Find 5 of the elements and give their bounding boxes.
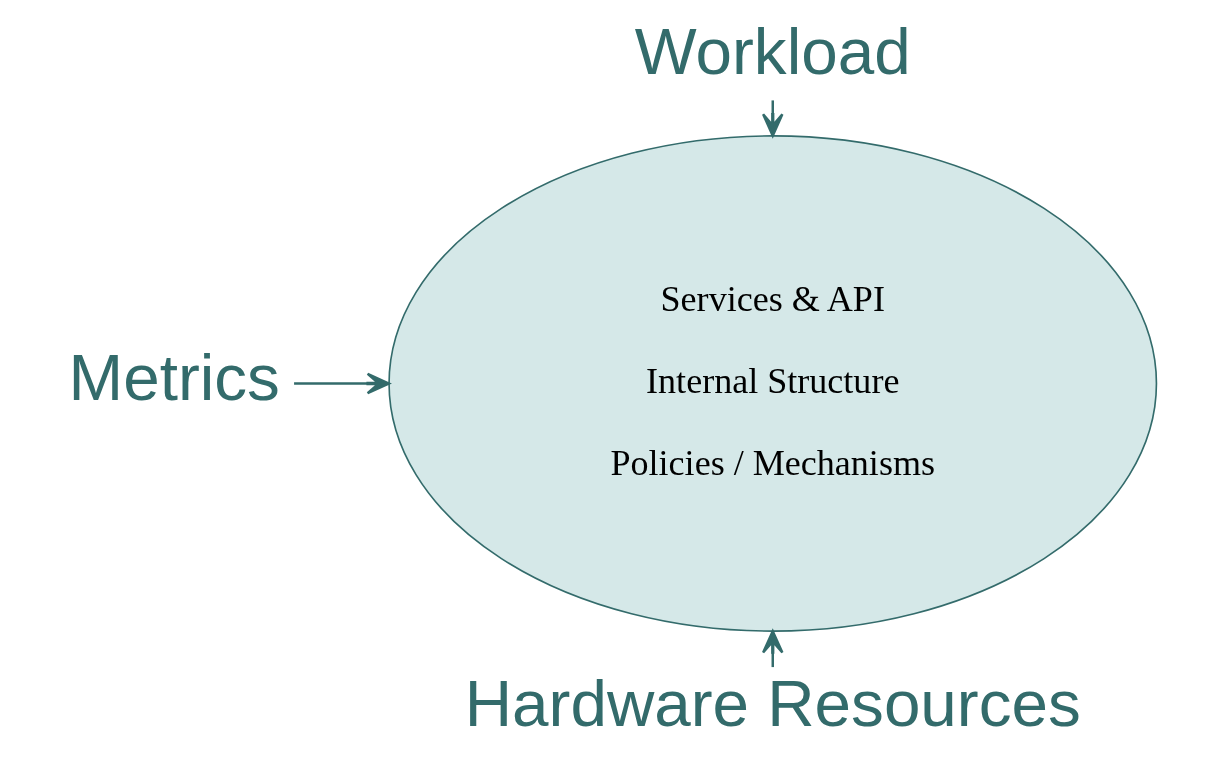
node-text: Metrics: [68, 340, 280, 414]
node-ellipse: Services & API Internal Structure Policies / Mechanisms: [387, 135, 1157, 632]
node-text: Workload: [634, 14, 911, 88]
arrow: [293, 372, 390, 395]
node-text: Hardware Resources: [464, 667, 1081, 741]
